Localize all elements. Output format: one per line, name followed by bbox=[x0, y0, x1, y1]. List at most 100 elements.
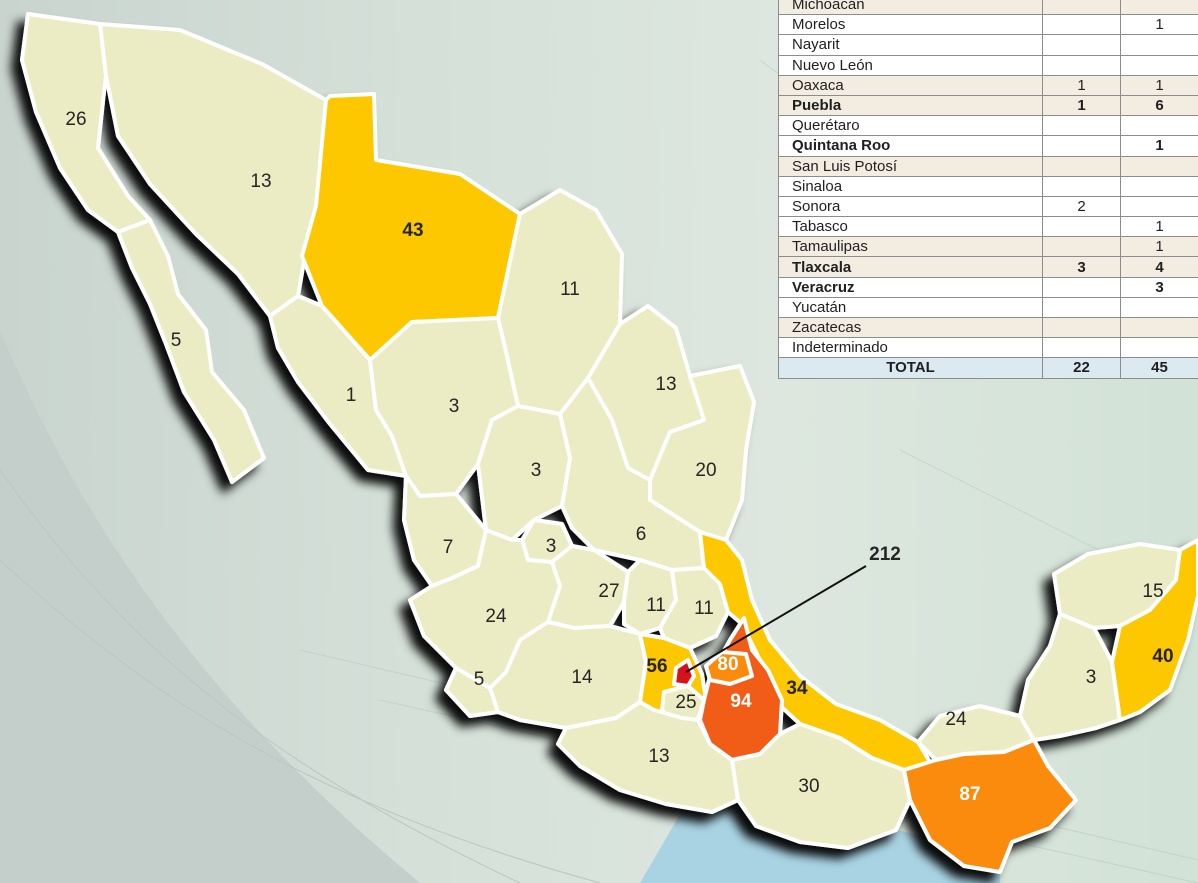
label-chihuahua: 43 bbox=[402, 220, 423, 241]
state-name-cell: Querétaro bbox=[778, 115, 1043, 137]
label-yucatan: 15 bbox=[1142, 581, 1163, 602]
state-name-cell: Tlaxcala bbox=[778, 256, 1043, 278]
label-estado-de-mexico: 56 bbox=[646, 656, 667, 677]
label-puebla: 94 bbox=[730, 691, 752, 712]
count-col1-cell bbox=[1042, 0, 1121, 16]
state-name-cell: Indeterminado bbox=[778, 337, 1043, 359]
count-col1-cell bbox=[1042, 236, 1121, 258]
label-oaxaca: 30 bbox=[798, 776, 819, 797]
label-baja-california-sur: 5 bbox=[171, 330, 182, 351]
count-col2-cell bbox=[1120, 296, 1198, 319]
count-col1-cell bbox=[1042, 135, 1121, 157]
total-col2-cell: 45 bbox=[1120, 357, 1198, 379]
label-guerrero: 13 bbox=[648, 746, 669, 767]
map-labels: 26 5 13 43 11 1 3 13 20 3 6 7 3 24 27 11… bbox=[65, 109, 1173, 805]
count-col1-cell bbox=[1042, 337, 1121, 359]
state-zacatecas bbox=[476, 404, 572, 542]
label-sinaloa: 1 bbox=[346, 385, 357, 406]
table-row: Nayarit bbox=[778, 34, 1198, 56]
table-row: Querétaro bbox=[778, 115, 1198, 137]
count-col2-cell bbox=[1120, 115, 1198, 137]
label-jalisco: 24 bbox=[485, 606, 507, 627]
label-zacatecas: 3 bbox=[531, 460, 542, 481]
label-morelos: 25 bbox=[675, 692, 696, 713]
table-row: Zacatecas bbox=[778, 316, 1198, 339]
count-col2-cell bbox=[1120, 54, 1198, 76]
state-name-cell: Oaxaca bbox=[778, 74, 1043, 96]
state-name-cell: Sonora bbox=[778, 195, 1043, 218]
count-col1-cell bbox=[1042, 216, 1121, 238]
count-col2-cell: 6 bbox=[1120, 94, 1198, 117]
table-row: Tabasco 1 bbox=[778, 216, 1198, 238]
count-col2-cell: 4 bbox=[1120, 256, 1198, 278]
state-name-cell: Morelos bbox=[778, 14, 1043, 36]
count-col1-cell bbox=[1042, 175, 1121, 197]
label-tamaulipas: 20 bbox=[695, 460, 716, 481]
count-col2-cell: 1 bbox=[1120, 74, 1198, 96]
state-baja-california-sur bbox=[116, 218, 266, 484]
count-col2-cell bbox=[1120, 195, 1198, 218]
states-group bbox=[20, 12, 1198, 874]
state-name-cell: Tamaulipas bbox=[778, 236, 1043, 258]
count-col1-cell bbox=[1042, 316, 1121, 339]
count-col2-cell: 1 bbox=[1120, 135, 1198, 157]
state-chiapas bbox=[902, 738, 1078, 874]
table-row: Indeterminado bbox=[778, 337, 1198, 359]
count-col1-cell bbox=[1042, 276, 1121, 298]
state-name-cell: Quintana Roo bbox=[778, 135, 1043, 157]
label-tabasco: 24 bbox=[945, 709, 967, 730]
label-san-luis-potosi: 6 bbox=[636, 524, 647, 545]
count-col2-cell: 1 bbox=[1120, 216, 1198, 238]
state-campeche bbox=[1018, 612, 1122, 742]
state-name-cell: Michoacán bbox=[778, 0, 1043, 16]
count-col2-cell: 1 bbox=[1120, 14, 1198, 36]
table-row: Quintana Roo 1 bbox=[778, 135, 1198, 157]
cdmx-leader-line bbox=[685, 565, 867, 673]
count-col2-cell bbox=[1120, 0, 1198, 16]
state-name-cell: Nuevo León bbox=[778, 54, 1043, 76]
label-queretaro: 11 bbox=[646, 595, 666, 616]
table-row: Sinaloa bbox=[778, 175, 1198, 197]
state-quintana-roo bbox=[1110, 538, 1198, 722]
table-row: Michoacán bbox=[778, 0, 1198, 16]
state-name-cell: Nayarit bbox=[778, 34, 1043, 56]
state-tlaxcala bbox=[704, 650, 754, 686]
table-row: San Luis Potosí bbox=[778, 155, 1198, 177]
count-col1-cell bbox=[1042, 14, 1121, 36]
label-aguascalientes: 3 bbox=[546, 536, 557, 557]
state-name-cell: Yucatán bbox=[778, 296, 1043, 319]
state-name-cell: Zacatecas bbox=[778, 316, 1043, 339]
state-name-cell: Tabasco bbox=[778, 216, 1043, 238]
count-col1-cell bbox=[1042, 296, 1121, 319]
label-veracruz: 34 bbox=[786, 678, 808, 699]
count-col2-cell bbox=[1120, 316, 1198, 339]
count-col1-cell bbox=[1042, 155, 1121, 177]
count-col1-cell bbox=[1042, 54, 1121, 76]
count-col2-cell bbox=[1120, 34, 1198, 56]
count-col1-cell: 2 bbox=[1042, 195, 1121, 218]
label-tlaxcala: 80 bbox=[717, 654, 738, 675]
label-baja-california: 26 bbox=[65, 109, 86, 130]
label-chiapas: 87 bbox=[959, 784, 980, 805]
count-col1-cell bbox=[1042, 34, 1121, 56]
label-colima: 5 bbox=[474, 669, 485, 690]
label-sonora: 13 bbox=[250, 171, 271, 192]
label-coahuila: 11 bbox=[560, 279, 580, 300]
label-quintana-roo: 40 bbox=[1152, 646, 1173, 667]
label-ciudad-de-mexico: 212 bbox=[869, 544, 901, 565]
label-campeche: 3 bbox=[1086, 667, 1097, 688]
label-hidalgo: 11 bbox=[694, 598, 714, 619]
total-col1-cell: 22 bbox=[1042, 357, 1121, 379]
state-ciudad-de-mexico bbox=[672, 658, 696, 688]
label-guanajuato: 27 bbox=[598, 581, 619, 602]
label-nuevo-leon: 13 bbox=[655, 374, 676, 395]
state-colima bbox=[444, 666, 500, 718]
count-col1-cell: 1 bbox=[1042, 74, 1121, 96]
